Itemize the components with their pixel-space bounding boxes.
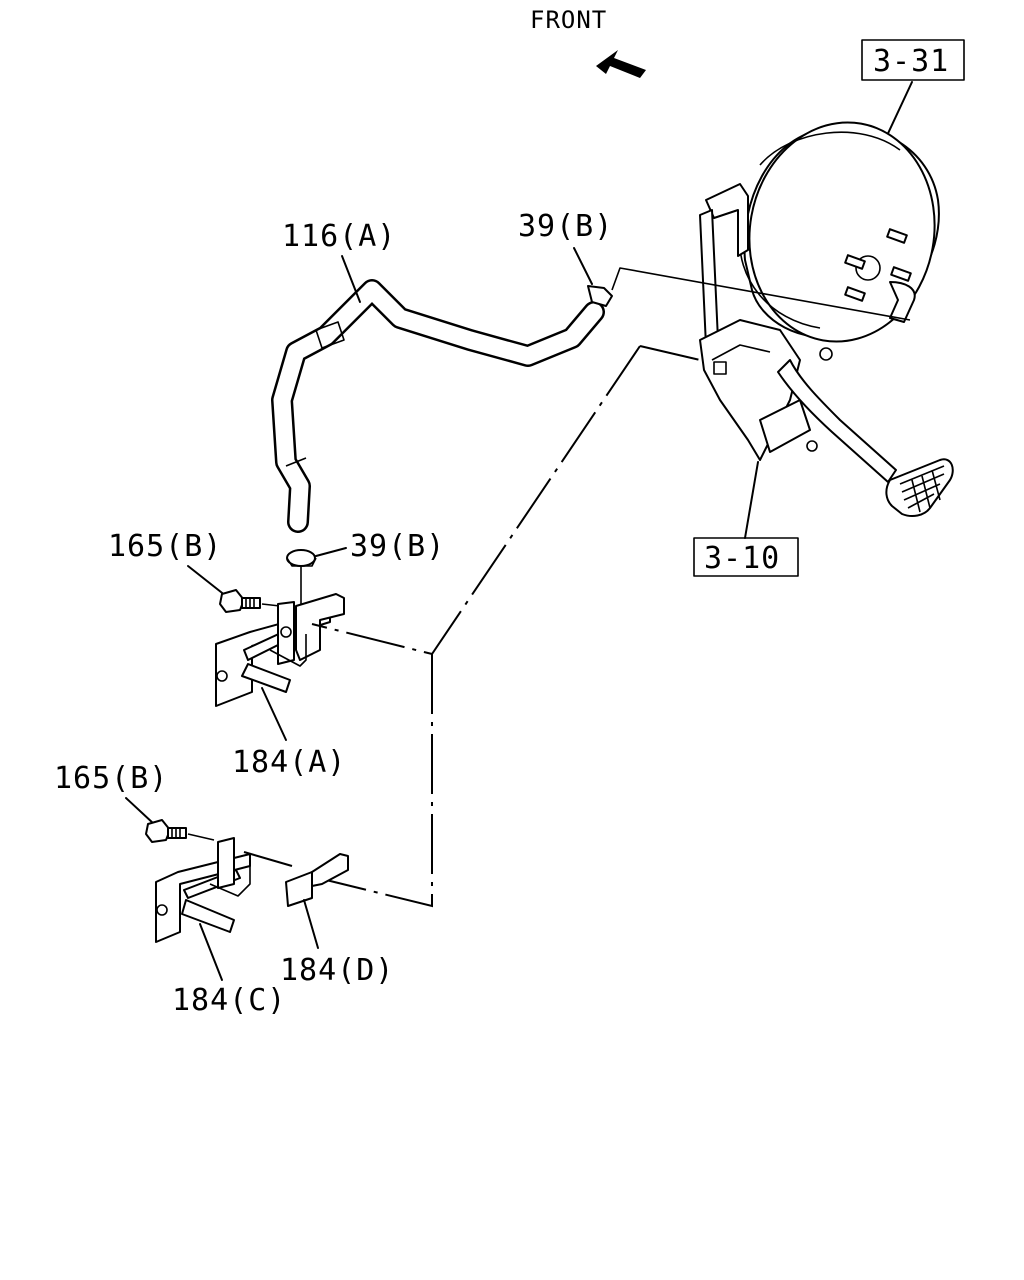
reference-label-3-31: 3-31 [873, 44, 949, 79]
leader-39b-top [573, 247, 593, 285]
callout-184c: 184(C) [172, 983, 286, 1018]
reference-box-3-31[interactable]: 3-31 [861, 39, 965, 81]
callout-184a: 184(A) [232, 745, 346, 780]
vacuum-port [889, 281, 916, 323]
callout-184d: 184(D) [280, 953, 394, 988]
leader-184a [261, 687, 287, 741]
reference-label-3-10: 3-10 [704, 541, 780, 576]
bracket-184a[interactable] [215, 593, 345, 707]
leader-184c [199, 923, 223, 981]
connection-line-booster [611, 267, 911, 321]
bolt-upper[interactable] [219, 589, 261, 613]
leader-165b-lower [125, 797, 155, 825]
brake-pedal-assembly[interactable] [699, 183, 954, 517]
callout-39b-mid: 39(B) [350, 529, 445, 564]
leader-3-10 [744, 461, 759, 539]
front-label: FRONT [530, 6, 607, 34]
bolt-lower[interactable] [145, 819, 187, 843]
callout-116a: 116(A) [282, 219, 396, 254]
front-arrow-icon [596, 50, 646, 78]
booster-studs [844, 228, 912, 302]
leader-165b-upper [187, 565, 227, 597]
hose-clip-mid[interactable] [286, 549, 317, 567]
brake-booster[interactable] [732, 108, 951, 357]
bracket-184c[interactable] [155, 837, 251, 943]
route-line-a [639, 345, 701, 361]
callout-165b-lower: 165(B) [54, 761, 168, 796]
pedal-pad [885, 458, 954, 517]
reference-box-3-10[interactable]: 3-10 [693, 537, 799, 577]
leader-184d [303, 899, 319, 949]
leader-39b-mid [315, 547, 347, 557]
bracket-184d[interactable] [285, 853, 349, 907]
callout-165b-upper: 165(B) [108, 529, 222, 564]
leader-116a [341, 255, 361, 303]
route-line-d [243, 851, 293, 867]
vacuum-hose[interactable] [271, 279, 605, 533]
route-line-c [317, 654, 433, 908]
booster-center-hub [855, 255, 881, 281]
hose-clip-top[interactable] [587, 285, 613, 307]
leader-3-31 [883, 81, 913, 143]
bolt-lower-axis [187, 833, 215, 841]
route-line-b [311, 345, 641, 656]
callout-39b-top: 39(B) [518, 209, 613, 244]
